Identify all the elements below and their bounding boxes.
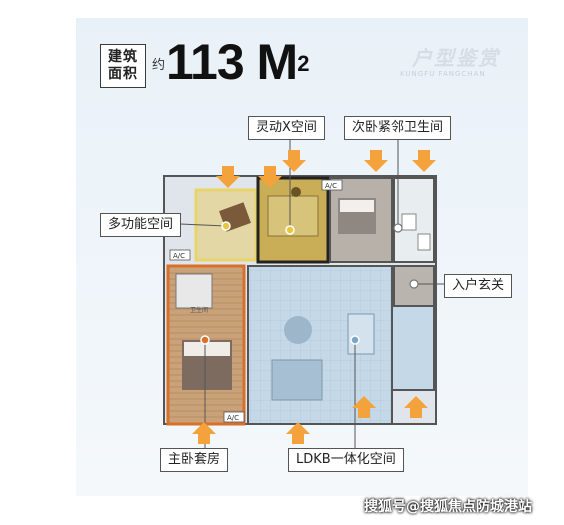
light-arrows <box>192 150 436 444</box>
arrow-top-4 <box>364 150 388 172</box>
dot-master <box>200 335 210 345</box>
area-label-line2: 面积 <box>108 66 138 82</box>
dot-multi <box>221 221 231 231</box>
dot-second <box>393 223 403 233</box>
watermark: 搜狐号@搜狐焦点防城港站 <box>364 499 532 515</box>
label-ldkb: LDKB一体化空间 <box>288 448 404 472</box>
arrow-top-3 <box>282 150 306 172</box>
arrow-top-5 <box>412 150 436 172</box>
area-label-box: 建筑 面积 <box>100 44 146 88</box>
master-bath-area <box>175 273 213 309</box>
kitchen-area <box>391 305 435 391</box>
leader-multi <box>179 223 227 227</box>
dot-flex <box>285 225 295 235</box>
brand-subtitle: KUNGFU FANGCHAN <box>400 70 486 78</box>
dot-ldkb <box>350 335 360 345</box>
area-value: 113 M2 <box>166 34 309 90</box>
bath-text: 卫生间 <box>190 306 208 314</box>
area-label-line1: 建筑 <box>108 49 138 65</box>
arrow-bottom-1 <box>192 422 216 444</box>
approx-text: 约 <box>152 58 166 73</box>
dot-entrance <box>409 279 419 289</box>
label-multi-function: 多功能空间 <box>100 213 182 237</box>
arrow-bottom-4 <box>404 396 428 418</box>
arrow-top-2 <box>258 166 282 188</box>
area-number: 113 M <box>166 34 298 90</box>
label-second-bed-bath: 次卧紧邻卫生间 <box>344 116 452 140</box>
brand-title: 户型鉴赏 <box>412 46 500 70</box>
arrow-bottom-2 <box>286 422 310 444</box>
label-master-suite: 主卧套房 <box>160 448 229 472</box>
ac-tag-1: A/C <box>173 252 185 260</box>
label-flex-x: 灵动X空间 <box>248 116 325 140</box>
ac-tag-3: A/C <box>227 414 239 422</box>
arrow-bottom-3 <box>352 396 376 418</box>
area-unit-exponent: 2 <box>297 51 309 76</box>
ac-tag-2: A/C <box>325 182 337 190</box>
arrow-top-1 <box>216 166 240 188</box>
label-entrance: 入户玄关 <box>444 274 513 298</box>
